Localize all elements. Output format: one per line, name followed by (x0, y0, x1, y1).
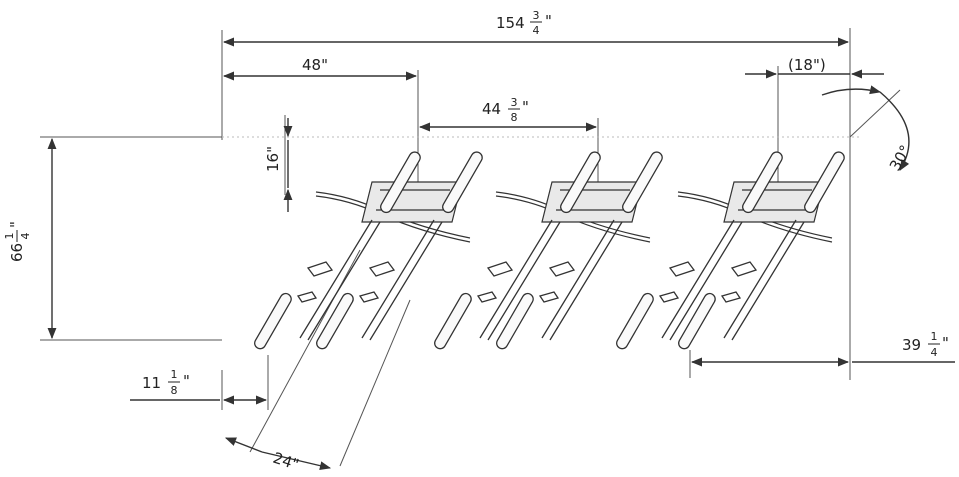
pitch-whole: 44 (482, 100, 501, 118)
left-clearance-unit: " (183, 372, 190, 390)
rise-label: 16" (264, 146, 282, 172)
bike-frame-rail (549, 221, 623, 341)
upper-wheel (804, 151, 845, 214)
right-clearance-unit: " (942, 334, 949, 352)
overall-width-unit: " (545, 12, 552, 30)
dimension-left-clearance: 11 1 8 " (130, 368, 268, 405)
handlebar (730, 261, 758, 277)
lower-wheel (616, 292, 654, 350)
pitch-den: 8 (511, 111, 518, 124)
bike-frame-rail (731, 221, 805, 341)
dimension-depth: 66 1 4 " (3, 137, 57, 340)
dimension-right-clearance: 39 1 4 " (690, 330, 955, 367)
handlebar (548, 261, 576, 277)
right-clearance-whole: 39 (902, 336, 921, 354)
depth-num: 1 (3, 233, 16, 240)
rack-unit-3 (616, 151, 845, 350)
bike-frame-rail (487, 221, 561, 341)
bike-frame-rail (307, 221, 381, 341)
crank (538, 291, 560, 303)
crank (658, 291, 680, 303)
bike-frame-rail (541, 219, 615, 339)
left-clearance-whole: 11 (142, 374, 161, 392)
spacing-label: 24" (271, 449, 301, 472)
lower-wheel (496, 292, 534, 350)
depth-unit: " (7, 221, 25, 228)
upper-wheel (380, 151, 421, 214)
dimension-overall-width: 154 3 4 " (222, 6, 850, 47)
upper-wheel (560, 151, 601, 214)
handlebar (486, 261, 514, 277)
first-offset-label: 48" (302, 56, 328, 74)
lower-wheel (434, 292, 472, 350)
crank (720, 291, 742, 303)
depth-whole: 66 (8, 243, 26, 262)
extension-lines (40, 28, 860, 410)
upper-wheel (622, 151, 663, 214)
dimension-first-offset: 48" (222, 56, 418, 81)
crank (476, 291, 498, 303)
bike-frame-rail (299, 219, 373, 339)
dimension-right-offset: (18") (745, 56, 884, 79)
dimension-pitch: 44 3 8 " (418, 96, 598, 132)
angle-label: 30° (886, 142, 915, 174)
bike-frame-rail (661, 219, 735, 339)
bike-frame-rail (669, 221, 743, 341)
overall-width-whole: 154 (496, 14, 525, 32)
handlebar (668, 261, 696, 277)
lower-wheel (316, 292, 354, 350)
bike-frame-rail (361, 219, 435, 339)
depth-den: 4 (19, 233, 32, 240)
crank (296, 291, 318, 303)
right-offset-label: (18") (788, 56, 826, 74)
left-clearance-num: 1 (171, 368, 178, 381)
lower-wheel (678, 292, 716, 350)
right-clearance-den: 4 (931, 346, 938, 359)
right-clearance-num: 1 (931, 330, 938, 343)
bike-frame-rail (723, 219, 797, 339)
handlebar (368, 261, 396, 277)
left-clearance-den: 8 (171, 384, 178, 397)
overall-width-den: 4 (533, 24, 540, 37)
dimension-rise: 16" (264, 118, 293, 212)
overall-width-num: 3 (533, 9, 540, 22)
pitch-num: 3 (511, 96, 518, 109)
rack-unit-1 (254, 151, 483, 350)
crank (358, 291, 380, 303)
upper-wheel (442, 151, 483, 214)
bike-rack-units (254, 151, 845, 350)
bike-frame-rail (479, 219, 553, 339)
lower-wheel (254, 292, 292, 350)
pitch-unit: " (522, 98, 529, 116)
upper-wheel (742, 151, 783, 214)
dimension-spacing: 24" (224, 249, 411, 474)
rack-unit-2 (434, 151, 663, 350)
bike-frame-rail (369, 221, 443, 341)
handlebar (306, 261, 334, 277)
